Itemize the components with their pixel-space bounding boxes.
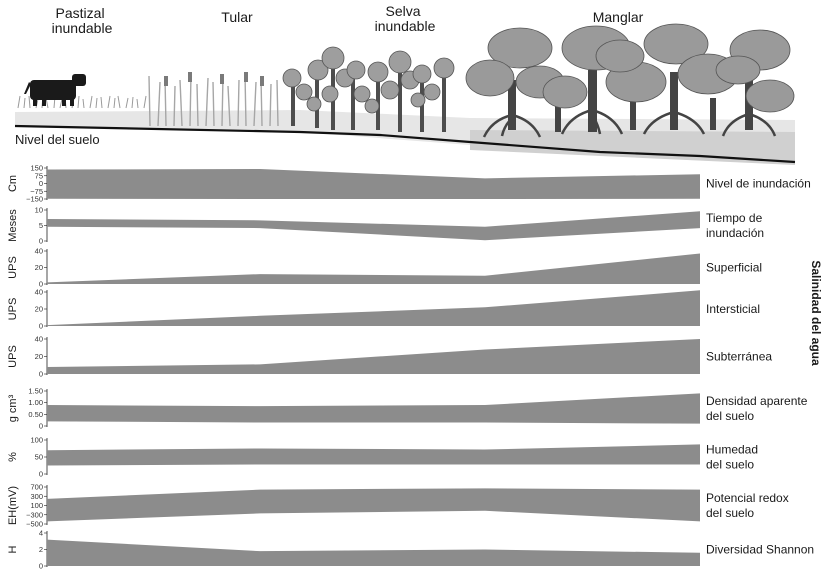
variable-label-line: Subterránea <box>706 350 772 364</box>
tick-label: 50 <box>35 453 43 462</box>
variable-label-line: Humedad <box>706 443 758 457</box>
landscape-illustration <box>14 23 796 165</box>
tick-label: 150 <box>30 164 43 173</box>
tick-label: 300 <box>30 492 43 501</box>
unit-label: Cm <box>7 175 19 192</box>
tick-label: 1.00 <box>28 398 43 407</box>
cow-illustration <box>24 74 86 106</box>
band-area <box>47 393 700 424</box>
ground-level-label: Nivel del suelo <box>15 132 100 147</box>
tick-label: 0 <box>39 322 43 331</box>
zone-title-line-2: inundable <box>52 20 113 36</box>
zone-title-tular: Tular <box>221 9 253 25</box>
band-area <box>47 253 700 284</box>
tick-label: 0 <box>39 179 43 188</box>
panel-2: 40 20 0 UPS Superficial <box>7 247 762 289</box>
tick-label: 40 <box>35 247 43 256</box>
tick-label: −300 <box>26 510 43 519</box>
tick-label: 0 <box>39 280 43 289</box>
variable-label: Nivel de inundación <box>706 177 811 191</box>
unit-label: UPS <box>7 298 19 321</box>
ground-level-line <box>14 124 796 164</box>
tick-label: −150 <box>26 195 43 204</box>
variable-label-line: del suelo <box>706 458 754 472</box>
band-area <box>47 169 700 199</box>
tick-label: 0 <box>39 422 43 431</box>
tick-label: 1.50 <box>28 387 43 396</box>
variable-label-line: del suelo <box>706 506 754 520</box>
tick-label: 100 <box>30 501 43 510</box>
tick-label: 20 <box>35 305 43 314</box>
variable-label-line: Tiempo de <box>706 211 763 225</box>
tick-label: 10 <box>35 206 43 215</box>
zone-title-line-2: inundable <box>375 18 436 34</box>
tick-label: 700 <box>30 483 43 492</box>
tick-label: −75 <box>30 187 43 196</box>
mangrove-trees-illustration <box>465 23 795 138</box>
band-area <box>47 488 700 522</box>
variable-label-line: del suelo <box>706 409 754 423</box>
band-area <box>47 444 700 466</box>
panel-3: 40 20 0 UPS Intersticial <box>7 288 760 331</box>
tick-label: 0 <box>39 562 43 571</box>
unit-label: UPS <box>7 256 19 279</box>
band-area <box>47 539 700 566</box>
zone-title-pastizal: Pastizal inundable <box>52 5 113 36</box>
tick-label: 2 <box>39 545 43 554</box>
tick-label: 0 <box>39 470 43 479</box>
zone-title-selva: Selva inundable <box>375 3 436 34</box>
tick-label: 20 <box>35 352 43 361</box>
band-area <box>47 290 700 326</box>
variable-label: Subterránea <box>706 350 772 364</box>
tick-label: 0 <box>39 370 43 379</box>
tick-label: 20 <box>35 263 43 272</box>
tick-label: 0.50 <box>28 410 43 419</box>
salinity-group-label: Salinidad del agua <box>809 260 823 366</box>
unit-label: EH(mV) <box>7 486 19 525</box>
tick-label: 40 <box>35 335 43 344</box>
unit-label: Meses <box>7 209 19 242</box>
band-area <box>47 339 700 374</box>
variable-label-line: Potencial redox <box>706 491 789 505</box>
variable-label-line: Nivel de inundación <box>706 177 811 191</box>
panel-4: 40 20 0 UPS Subterránea <box>7 335 772 379</box>
variable-label-line: Intersticial <box>706 302 760 316</box>
reed-tops-illustration <box>164 72 264 86</box>
unit-label: g cm³ <box>7 394 19 422</box>
tick-label: 4 <box>39 529 43 538</box>
variable-label: Diversidad Shannon <box>706 543 814 557</box>
band-area <box>47 211 700 241</box>
variable-label: Intersticial <box>706 302 760 316</box>
variable-label: Superficial <box>706 261 762 275</box>
tick-label: 0 <box>39 237 43 246</box>
tick-label: 75 <box>35 171 43 180</box>
unit-label: UPS <box>7 345 19 368</box>
reeds-illustration <box>148 73 279 127</box>
unit-label: H <box>7 545 19 553</box>
tick-label: 100 <box>30 436 43 445</box>
variable-label-line: Superficial <box>706 261 762 275</box>
tick-label: 5 <box>39 221 43 230</box>
selva-trees-illustration <box>282 46 455 132</box>
panel-8: 4 2 0 H Diversidad Shannon <box>7 529 814 571</box>
zone-title-manglar: Manglar <box>593 9 644 25</box>
variable-label-line: Diversidad Shannon <box>706 543 814 557</box>
unit-label: % <box>7 452 19 462</box>
variable-label-line: Densidad aparente <box>706 394 808 408</box>
variable-label-line: inundación <box>706 226 764 240</box>
tick-label: −500 <box>26 520 43 529</box>
tick-label: 40 <box>35 288 43 297</box>
